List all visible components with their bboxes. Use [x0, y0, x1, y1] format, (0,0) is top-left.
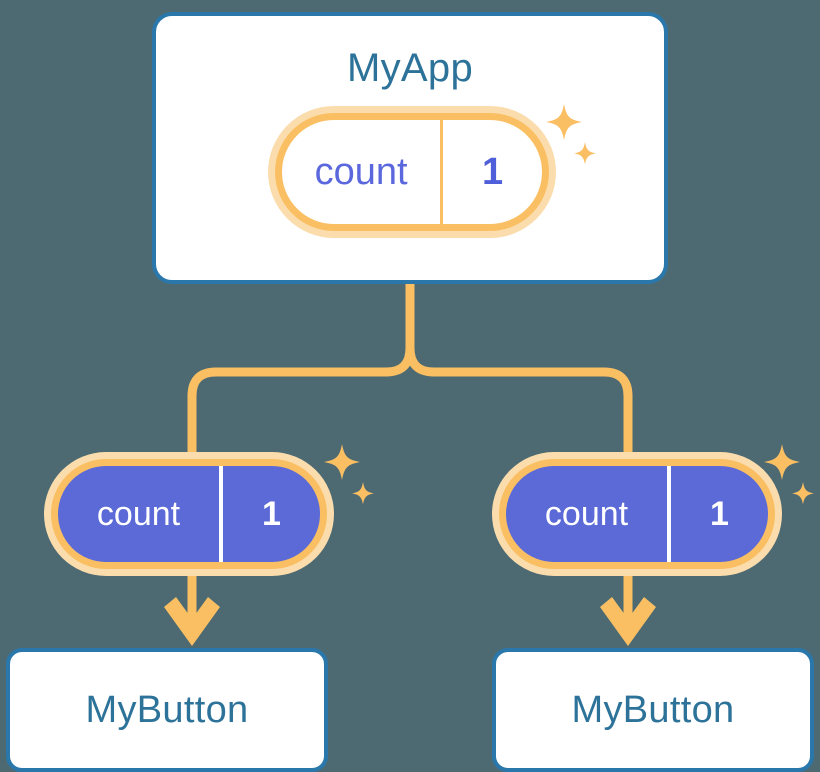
component-card-mybutton-right[interactable]: MyButton [492, 648, 814, 772]
prop-pill-value: 1 [262, 495, 281, 533]
tree-branch-connector-right-icon [405, 347, 633, 455]
state-pill-key: count [282, 120, 444, 224]
prop-pill-border: count 1 [51, 459, 327, 569]
prop-pill-glow-ring: count 1 [492, 452, 782, 576]
prop-pill-left[interactable]: count 1 [44, 452, 334, 576]
prop-pill-key: count [58, 466, 224, 562]
prop-pill-value: 1 [710, 495, 729, 533]
arrow-down-icon-left-head [164, 597, 220, 646]
component-card-mybutton-left[interactable]: MyButton [6, 648, 328, 772]
state-pill-root[interactable]: count 1 [268, 106, 556, 238]
prop-pill-right[interactable]: count 1 [492, 452, 782, 576]
state-pill-glow-ring: count 1 [268, 106, 556, 238]
component-card-label: MyButton [85, 689, 249, 731]
page-title: MyApp [347, 46, 473, 90]
arrow-down-icon-right-head [600, 597, 656, 646]
state-pill-value: 1 [482, 151, 504, 193]
sparkle-four-point-small-icon [792, 482, 814, 505]
prop-pill-border: count 1 [499, 459, 775, 569]
state-pill-border: count 1 [275, 113, 549, 231]
component-card-label: MyButton [571, 689, 735, 731]
prop-pill-glow-ring: count 1 [44, 452, 334, 576]
tree-branch-connector-icon [187, 284, 415, 455]
sparkle-four-point-small-icon [352, 482, 374, 505]
prop-pill-key: count [506, 466, 672, 562]
